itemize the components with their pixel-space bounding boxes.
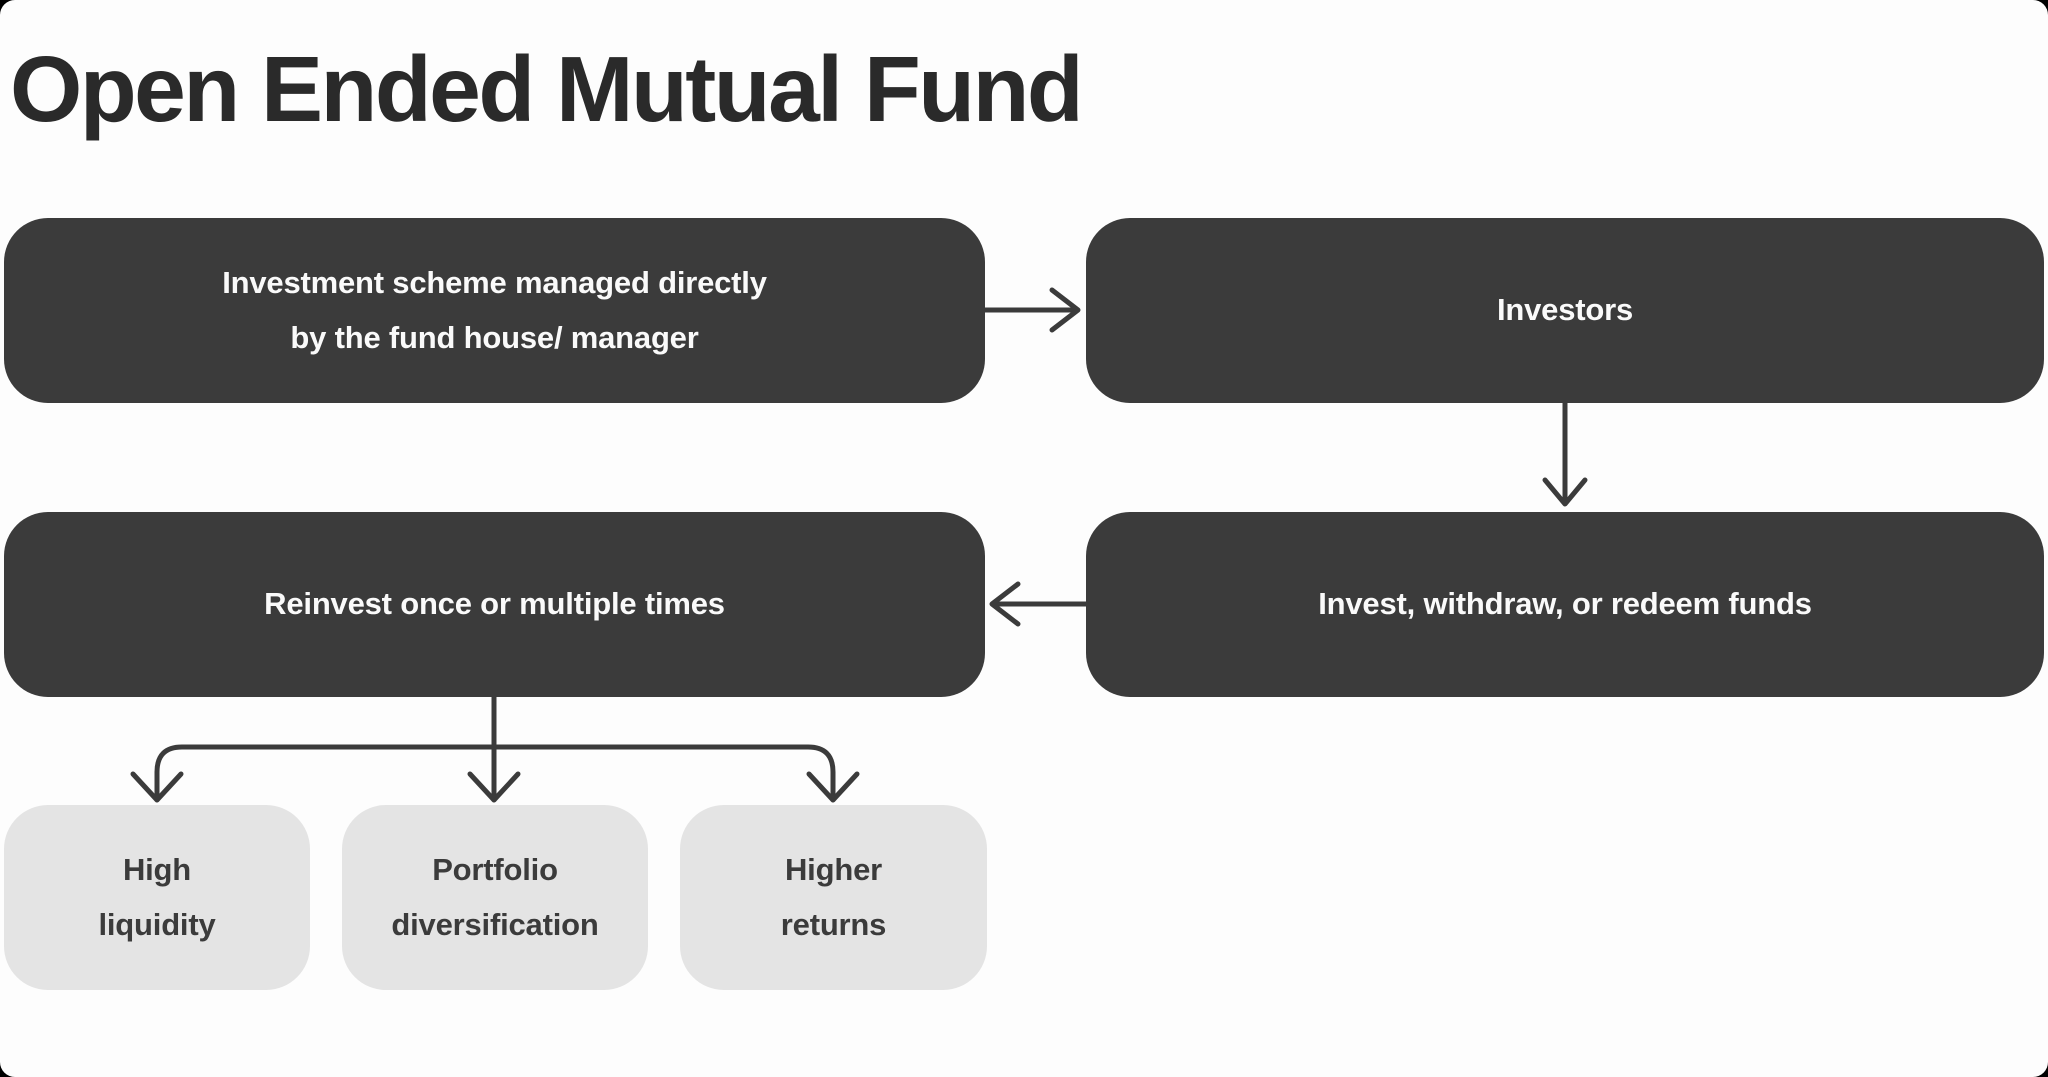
node-portfolio-diversification: Portfolio diversification <box>342 805 648 990</box>
node-investors: Investors <box>1086 218 2044 403</box>
node-high-liquidity: High liquidity <box>4 805 310 990</box>
arrow-reinvest-branch <box>130 694 860 803</box>
node-investment-scheme: Investment scheme managed directly by th… <box>4 218 985 403</box>
arrow-scheme-to-investors <box>982 287 1081 333</box>
arrow-invest-to-reinvest <box>989 581 1089 627</box>
arrow-investors-to-invest <box>1542 400 1588 507</box>
node-reinvest: Reinvest once or multiple times <box>4 512 985 697</box>
node-invest-withdraw-redeem: Invest, withdraw, or redeem funds <box>1086 512 2044 697</box>
node-higher-returns: Higher returns <box>680 805 987 990</box>
page-title: Open Ended Mutual Fund <box>10 37 1084 141</box>
